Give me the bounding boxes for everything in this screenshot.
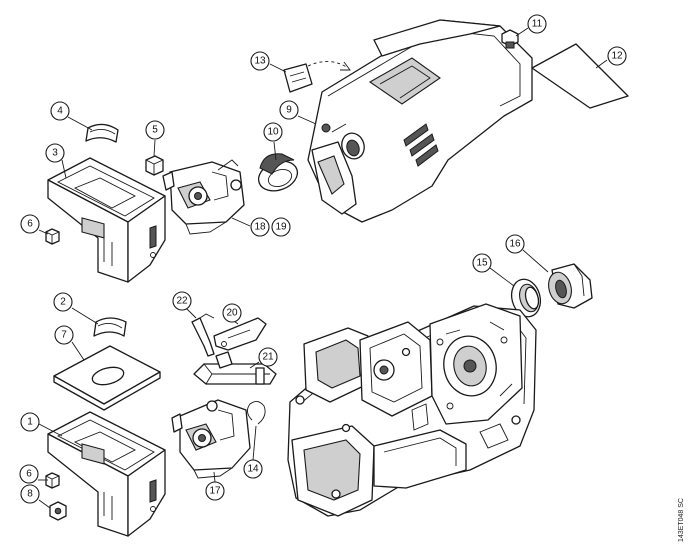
- svg-text:5: 5: [152, 125, 158, 136]
- svg-text:11: 11: [532, 19, 543, 30]
- svg-text:6: 6: [26, 469, 32, 480]
- leader-lines: [38, 27, 608, 509]
- part-11-plug: [501, 29, 519, 49]
- part-20-bracket: [213, 317, 267, 351]
- svg-text:18: 18: [254, 222, 266, 233]
- svg-text:4: 4: [57, 106, 63, 117]
- svg-text:14: 14: [247, 464, 259, 475]
- part-15-ring: [510, 278, 542, 318]
- part-22-rod: [191, 313, 215, 357]
- callout-3: 3: [45, 143, 65, 163]
- part-14-clip: [247, 401, 266, 425]
- reference-code: 143ET048 SC: [678, 498, 685, 542]
- callout-14: 14: [243, 459, 263, 479]
- callout-16: 16: [505, 234, 525, 254]
- callout-19: 19: [271, 217, 291, 237]
- callout-12: 12: [607, 46, 627, 66]
- air-filter-box-upper: [47, 157, 166, 283]
- callout-22: 22: [172, 291, 192, 311]
- callout-13: 13: [250, 51, 270, 71]
- part-6-nut-upper: [45, 228, 60, 245]
- svg-text:6: 6: [27, 219, 33, 230]
- part-10-grommet: [257, 153, 299, 192]
- part-7-filter-plate: [53, 345, 161, 411]
- part-21-shaft: [193, 351, 277, 385]
- callout-2: 2: [53, 292, 73, 312]
- callout-18: 18: [250, 217, 270, 237]
- callout-10: 10: [263, 122, 283, 142]
- svg-text:19: 19: [275, 222, 287, 233]
- callout-1: 1: [20, 412, 40, 432]
- part-16-manifold: [548, 263, 593, 309]
- carburetor-upper: [162, 159, 245, 235]
- svg-text:2: 2: [60, 297, 66, 308]
- svg-text:12: 12: [611, 51, 623, 62]
- svg-text:3: 3: [52, 148, 58, 159]
- svg-text:16: 16: [509, 239, 521, 250]
- part-2-cap: [93, 317, 127, 337]
- svg-text:20: 20: [226, 308, 238, 319]
- svg-text:10: 10: [267, 127, 279, 138]
- part-6-nut-lower: [45, 472, 60, 489]
- callout-5: 5: [145, 120, 165, 140]
- callout-17: 17: [205, 481, 225, 501]
- svg-text:8: 8: [27, 489, 33, 500]
- callout-8: 8: [20, 484, 40, 504]
- callout-9: 9: [279, 100, 299, 120]
- part-12-label: [531, 43, 629, 109]
- svg-text:7: 7: [61, 330, 67, 341]
- svg-text:13: 13: [254, 56, 266, 67]
- shroud-cover: [307, 19, 533, 223]
- svg-text:1: 1: [27, 417, 33, 428]
- callout-15: 15: [472, 253, 492, 273]
- svg-text:22: 22: [176, 296, 188, 307]
- callout-21: 21: [258, 347, 278, 367]
- callout-20: 20: [222, 303, 242, 323]
- callout-4: 4: [50, 101, 70, 121]
- part-4-cap: [85, 123, 119, 143]
- svg-text:17: 17: [209, 486, 221, 497]
- main-housing: [287, 303, 537, 517]
- air-filter-box-lower: [47, 411, 166, 537]
- part-8-hex-nut: [49, 501, 67, 521]
- svg-text:15: 15: [476, 258, 488, 269]
- part-13-tag: [283, 61, 351, 93]
- svg-text:9: 9: [286, 105, 292, 116]
- callout-6-lower: 6: [19, 464, 39, 484]
- carburetor-lower: [171, 399, 251, 479]
- part-5-block: [145, 155, 164, 176]
- callout-11: 11: [527, 14, 547, 34]
- callout-7: 7: [54, 325, 74, 345]
- svg-text:21: 21: [262, 352, 274, 363]
- callout-6-upper: 6: [20, 214, 40, 234]
